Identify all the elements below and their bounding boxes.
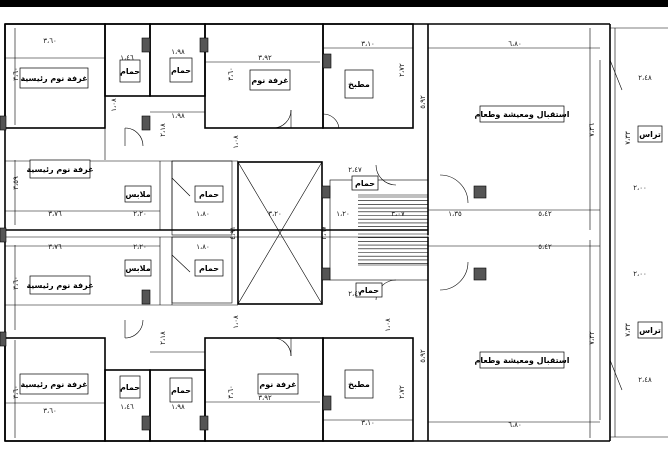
dim-text: ٣،٦٠: [43, 407, 57, 415]
room-label-bath-mid-top: حمام: [199, 190, 219, 199]
dim-text: ٢،٤٨: [638, 74, 652, 82]
dim-text: ٥،٩٢: [419, 349, 427, 363]
lower-unit-walls: [4, 236, 429, 442]
door-swings: [124, 109, 469, 357]
dim-text: ٢،٧٢: [398, 63, 406, 77]
columns: [0, 37, 487, 431]
dim-text: ٧،٣٣: [624, 323, 632, 337]
room-label-stair-bath-top: حمام: [355, 179, 375, 188]
dim-text: ٦،٨٠: [508, 40, 522, 48]
terrace-rails: [599, 28, 623, 437]
dim-text: ٥،٤٢: [538, 243, 552, 251]
room-label-dressing-bottom: ملابس: [125, 264, 150, 274]
dim-text: ٣،٩٢: [258, 54, 272, 62]
dim-text: ٢،٢٠: [133, 210, 147, 218]
room-label-bath-bottom-b: حمام: [171, 386, 191, 395]
room-label-bedroom-bottom: غرفة نوم: [259, 380, 296, 389]
dim-text: ٣،٧٦: [48, 210, 62, 218]
room-label-master-bedroom-mid-top: غرفة نوم رئيسية: [26, 165, 93, 174]
room-label-dressing-top: ملابس: [125, 190, 150, 200]
dim-text: ١،٠٨: [384, 318, 392, 332]
dim-text: ٢،٠٠: [633, 184, 647, 192]
dim-text: ٢،٠٠: [633, 270, 647, 278]
dim-text: ٢،٤٧: [348, 166, 362, 174]
dim-text: ٣،١٠: [361, 419, 375, 427]
dim-text: ١،٠٨: [232, 315, 240, 329]
dim-text: ٣،٦٠: [43, 37, 57, 45]
stair-core: [237, 161, 429, 305]
dim-text: ٣،٦٠: [12, 276, 20, 290]
top-border-band: [0, 0, 668, 7]
dim-text: ١،٢٠: [336, 210, 350, 218]
dim-text: ١،٩٨: [171, 112, 185, 120]
dim-text: ٤،٩١: [229, 226, 237, 240]
dim-text: ٢،٧٢: [398, 385, 406, 399]
dim-text: ٣،٩٢: [258, 394, 272, 402]
dim-text: ١،٨٠: [196, 243, 210, 251]
dim-text: ٣،٥٩: [12, 176, 20, 190]
room-label-bath-top-a: حمام: [120, 67, 140, 76]
dim-text: ٣،٦٠: [227, 385, 235, 399]
room-label-bath-bottom-a: حمام: [120, 383, 140, 392]
dim-text: ٣،٦٠: [12, 67, 20, 81]
dimension-lines: [5, 28, 600, 438]
dim-text: ١،٣٥: [448, 210, 462, 218]
dim-text: ٢،١٨: [159, 123, 167, 137]
dim-text: ٦،٨٠: [508, 421, 522, 429]
dim-text: ١،٩٨: [171, 48, 185, 56]
dim-text: ٢،٦٧: [320, 226, 328, 240]
room-label-master-bedroom-mid-bottom: غرفة نوم رئيسية: [26, 281, 93, 290]
dim-text: ٣،٢٠: [268, 210, 282, 218]
dim-text: ١،٠٨: [232, 135, 240, 149]
room-label-terrace-top: تراس: [639, 130, 661, 140]
room-label-stair-bath-bottom: حمام: [359, 286, 379, 295]
dim-text: ٢،١٨: [159, 331, 167, 345]
dim-text: ١،٩٨: [171, 403, 185, 411]
dim-text: ٢،٤٧: [348, 290, 362, 298]
upper-unit-walls: [4, 23, 429, 238]
dim-text: ٣،١٠: [361, 40, 375, 48]
dim-text: ٥،٤٢: [538, 210, 552, 218]
dim-text: ٥،٩٢: [419, 95, 427, 109]
room-label-bedroom-top: غرفة نوم: [251, 76, 288, 85]
dim-text: ٣،٦٠: [12, 385, 20, 399]
room-label-master-bedroom-bottom: غرفة نوم رئيسية: [20, 380, 87, 389]
dim-text: ١،٠٨: [110, 98, 118, 112]
room-label-living-bottom: استقبال ومعيشة وطعام: [474, 356, 569, 365]
dim-text: ٢،٤٨: [638, 376, 652, 384]
room-label-bath-mid-bottom: حمام: [199, 264, 219, 273]
dim-text: ٧،٣٢: [588, 331, 596, 345]
dim-text: ١،٤٦: [120, 403, 134, 411]
dim-text: ١،٨٠: [196, 210, 210, 218]
dim-text: ٢،٢٠: [133, 243, 147, 251]
stair-treads: [358, 196, 428, 264]
room-label-bath-top-b: حمام: [171, 66, 191, 75]
dim-text: ١،٤٦: [120, 54, 134, 62]
dim-text: ٣،٦٠: [227, 67, 235, 81]
room-label-kitchen-bottom: مطبخ: [348, 380, 370, 389]
room-label-terrace-bottom: تراس: [639, 326, 661, 336]
room-label-kitchen-top: مطبخ: [348, 80, 370, 89]
dim-text: ٣،٠٧: [391, 210, 405, 218]
dim-text: ٣،٧٦: [48, 243, 62, 251]
dim-text: ٧،٣٣: [624, 131, 632, 145]
room-label-living-top: استقبال ومعيشة وطعام: [474, 110, 569, 119]
dim-text: ٧،٣٦: [588, 123, 596, 137]
room-label-master-bedroom-top: غرفة نوم رئيسية: [20, 74, 87, 83]
